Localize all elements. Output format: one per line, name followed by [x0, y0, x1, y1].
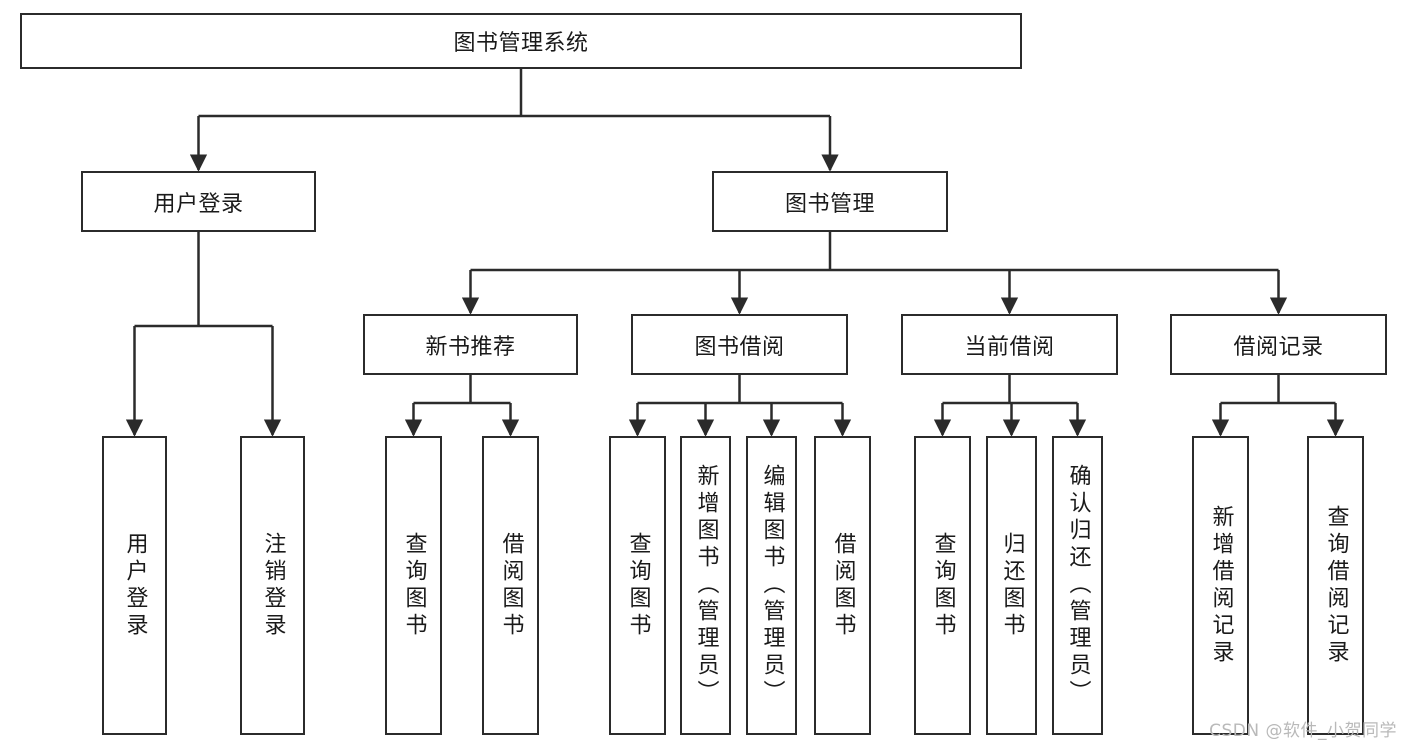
node-leaf-rec-query[interactable]: 查询借阅记录: [1307, 436, 1364, 735]
node-newbook[interactable]: 新书推荐: [363, 314, 578, 375]
node-borrow[interactable]: 图书借阅: [631, 314, 848, 375]
node-leaf-user-logout[interactable]: 注销登录: [240, 436, 305, 735]
node-leaf-cur-confirm[interactable]: 确认归还（管理员）: [1052, 436, 1103, 735]
node-label: 图书管理: [784, 191, 875, 217]
node-label: 借阅图书: [830, 531, 856, 640]
node-label: 新增借阅记录: [1208, 504, 1234, 667]
node-leaf-bo-edit[interactable]: 编辑图书（管理员）: [746, 436, 797, 735]
node-label: 归还图书: [999, 531, 1025, 640]
node-label: 查询图书: [930, 531, 956, 640]
node-leaf-nb-borrow[interactable]: 借阅图书: [482, 436, 539, 735]
node-label: 查询借阅记录: [1323, 504, 1349, 667]
node-bookmgmt[interactable]: 图书管理: [712, 171, 948, 232]
node-leaf-bo-query[interactable]: 查询图书: [609, 436, 666, 735]
node-label: 当前借阅: [964, 334, 1055, 360]
node-label: 查询图书: [625, 531, 651, 640]
node-label: 新增图书（管理员）: [693, 464, 719, 707]
node-login[interactable]: 用户登录: [81, 171, 316, 232]
node-label: 借阅图书: [498, 531, 524, 640]
node-label: 图书借阅: [694, 334, 785, 360]
node-leaf-bo-borrow[interactable]: 借阅图书: [814, 436, 871, 735]
node-label: 借阅记录: [1233, 334, 1324, 360]
node-leaf-cur-return[interactable]: 归还图书: [986, 436, 1037, 735]
node-label: 用户登录: [153, 191, 244, 217]
node-label: 用户登录: [122, 531, 148, 640]
node-leaf-rec-add[interactable]: 新增借阅记录: [1192, 436, 1249, 735]
node-label: 确认归还（管理员）: [1065, 464, 1091, 707]
node-label: 图书管理系统: [453, 31, 589, 56]
node-root[interactable]: 图书管理系统: [20, 13, 1022, 69]
node-leaf-user-login[interactable]: 用户登录: [102, 436, 167, 735]
node-leaf-bo-add[interactable]: 新增图书（管理员）: [680, 436, 731, 735]
node-label: 查询图书: [401, 531, 427, 640]
node-leaf-nb-query[interactable]: 查询图书: [385, 436, 442, 735]
node-current[interactable]: 当前借阅: [901, 314, 1118, 375]
node-label: 注销登录: [260, 531, 286, 640]
node-label: 新书推荐: [425, 334, 516, 360]
node-records[interactable]: 借阅记录: [1170, 314, 1387, 375]
node-label: 编辑图书（管理员）: [759, 464, 785, 707]
node-leaf-cur-query[interactable]: 查询图书: [914, 436, 971, 735]
